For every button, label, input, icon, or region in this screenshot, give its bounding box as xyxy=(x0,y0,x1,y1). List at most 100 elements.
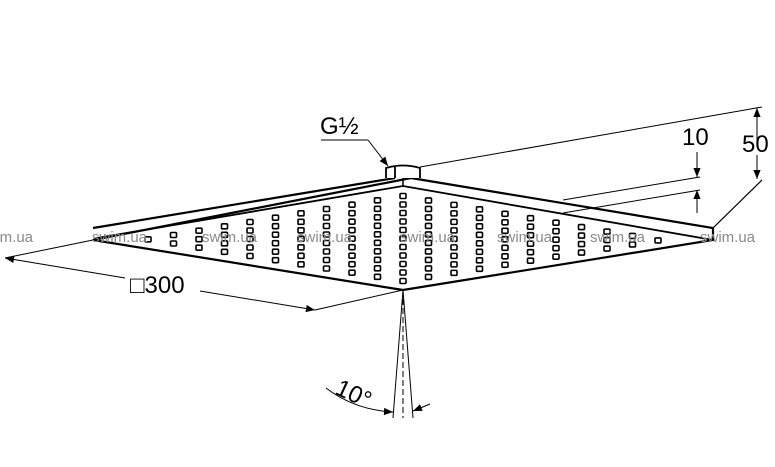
nozzle-hole xyxy=(297,261,305,268)
nozzle-hole xyxy=(603,245,611,252)
nozzle-hole xyxy=(348,260,356,268)
nozzle-hole xyxy=(373,222,382,230)
nozzle-hole xyxy=(450,210,458,217)
nozzle-hole xyxy=(475,240,484,247)
nozzle-hole xyxy=(475,248,484,256)
nozzle-hole xyxy=(348,243,356,251)
nozzle-hole xyxy=(297,235,305,243)
nozzle-hole xyxy=(501,235,509,243)
nozzle-hole xyxy=(399,218,407,225)
nozzle-hole xyxy=(501,218,509,226)
nozzle-hole xyxy=(501,261,509,269)
nozzle-hole xyxy=(552,219,560,226)
nozzle-hole xyxy=(424,214,433,221)
nozzle-hole xyxy=(246,218,254,226)
nozzle-hole xyxy=(552,253,560,260)
nozzle-hole xyxy=(526,223,535,231)
nozzle-hole xyxy=(399,226,407,234)
width-dimension xyxy=(4,239,404,313)
nozzle-hole xyxy=(373,231,382,238)
nozzle-hole xyxy=(220,223,229,230)
nozzle-holes xyxy=(144,192,662,285)
nozzle-hole xyxy=(603,228,611,235)
watermark-text: swim.ua xyxy=(400,229,456,246)
nozzle-hole xyxy=(348,226,356,234)
nozzle-hole xyxy=(424,239,433,247)
nozzle-hole xyxy=(195,227,203,234)
nozzle-hole xyxy=(526,257,535,265)
nozzle-hole xyxy=(399,192,407,200)
nozzle-hole xyxy=(271,239,280,247)
nozzle-hole xyxy=(373,265,382,272)
height-total-label: 50 xyxy=(742,131,769,158)
nozzle-hole xyxy=(424,256,433,264)
nozzle-hole xyxy=(501,252,509,260)
nozzle-hole xyxy=(552,227,560,235)
nozzle-hole xyxy=(297,244,305,251)
thickness-dimension xyxy=(562,152,701,214)
nozzle-hole xyxy=(501,244,509,252)
nozzle-hole xyxy=(399,235,407,242)
nozzle-hole xyxy=(552,244,560,252)
nozzle-hole xyxy=(373,248,382,255)
nozzle-hole xyxy=(348,269,356,276)
nozzle-hole xyxy=(628,241,637,248)
nozzle-hole xyxy=(501,210,509,218)
nozzle-hole xyxy=(450,227,458,234)
nozzle-hole xyxy=(450,261,458,268)
nozzle-hole xyxy=(603,236,611,244)
nozzle-hole xyxy=(348,201,356,208)
watermark-text: swim.ua xyxy=(92,229,148,246)
nozzle-hole xyxy=(271,222,280,230)
nozzle-hole xyxy=(399,252,407,259)
nozzle-hole xyxy=(450,269,458,277)
nozzle-hole xyxy=(297,210,305,217)
nozzle-hole xyxy=(220,240,229,247)
nozzle-hole xyxy=(348,218,356,225)
watermark-text: swim.ua xyxy=(700,229,756,246)
nozzle-hole xyxy=(450,235,458,243)
height-dimension xyxy=(419,106,763,229)
nozzle-hole xyxy=(322,205,331,213)
watermark-text: swim.ua xyxy=(0,229,34,246)
nozzle-hole xyxy=(399,260,407,268)
nozzle-hole xyxy=(373,273,382,281)
nozzle-hole xyxy=(271,248,280,255)
nozzle-hole xyxy=(195,235,203,243)
nozzle-hole xyxy=(246,235,254,243)
nozzle-hole xyxy=(424,197,433,204)
nozzle-hole xyxy=(348,235,356,242)
nozzle-hole xyxy=(322,248,331,255)
nozzle-hole xyxy=(373,214,382,221)
nozzle-hole xyxy=(526,240,535,248)
nozzle-hole xyxy=(297,218,305,226)
nozzle-hole xyxy=(373,197,382,204)
watermark-text: swim.ua xyxy=(297,229,353,246)
plate-thickness-label: 10 xyxy=(682,124,709,151)
nozzle-hole xyxy=(501,227,509,235)
nozzle-hole xyxy=(297,252,305,260)
nozzle-hole xyxy=(577,232,586,239)
nozzle-hole xyxy=(475,265,484,273)
nozzle-hole xyxy=(169,231,178,239)
nozzle-hole xyxy=(628,232,637,240)
nozzle-hole xyxy=(526,248,535,256)
nozzle-hole xyxy=(322,239,331,247)
nozzle-hole xyxy=(220,248,229,256)
nozzle-hole xyxy=(424,205,433,213)
nozzle-hole xyxy=(297,227,305,234)
nozzle-hole xyxy=(322,231,331,238)
watermark-text: swim.ua xyxy=(497,229,553,246)
nozzle-hole xyxy=(475,257,484,264)
nozzle-hole xyxy=(399,209,407,217)
spray-angle-dimension xyxy=(325,289,431,419)
nozzle-hole xyxy=(322,265,331,272)
nozzle-hole xyxy=(271,231,280,238)
nozzle-hole xyxy=(220,231,229,239)
nozzle-hole xyxy=(348,209,356,217)
nozzle-hole xyxy=(475,223,484,230)
width-label: □300 xyxy=(130,272,185,299)
nozzle-hole xyxy=(654,237,662,244)
nozzle-hole xyxy=(526,231,535,239)
